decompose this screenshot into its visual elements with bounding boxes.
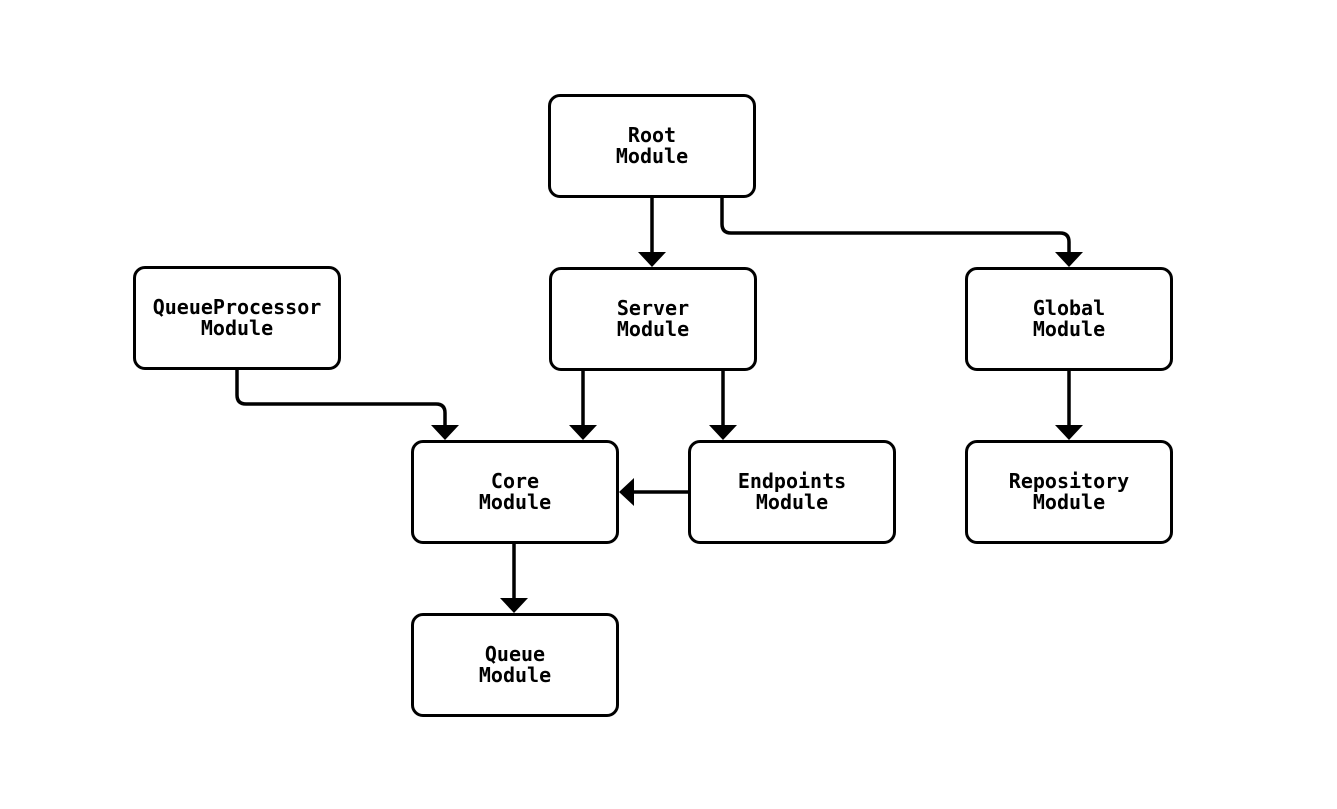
- node-root-label-line-1: Module: [615, 144, 689, 168]
- node-queue-label-line-0: Queue: [484, 642, 546, 666]
- node-queueprocessor-label-line-0: QueueProcessor: [152, 295, 322, 319]
- node-queue-label-line-1: Module: [478, 663, 552, 687]
- node-core-label-line-0: Core: [490, 469, 540, 493]
- node-root-label-line-0: Root: [627, 123, 677, 147]
- arrowhead-root-to-server: [638, 252, 666, 267]
- node-endpoints-label-line-0: Endpoints: [737, 469, 847, 493]
- arrowhead-queueprocessor-to-core: [431, 425, 459, 440]
- edge-root-to-global: [720, 198, 1071, 254]
- arrowhead-server-to-endpoints: [709, 425, 737, 440]
- arrowhead-root-to-global: [1055, 252, 1083, 267]
- arrowhead-core-to-queue: [500, 598, 528, 613]
- node-server-label-line-0: Server: [616, 296, 690, 320]
- node-repository-label-line-1: Module: [1032, 490, 1106, 514]
- node-endpoints-label-line-1: Module: [755, 490, 829, 514]
- arrowhead-global-to-repository: [1055, 425, 1083, 440]
- node-core-label-line-1: Module: [478, 490, 552, 514]
- arrowhead-server-to-core: [569, 425, 597, 440]
- node-global-label-line-0: Global: [1032, 296, 1106, 320]
- node-queueprocessor-label-line-1: Module: [200, 316, 274, 340]
- node-global-label-line-1: Module: [1032, 317, 1106, 341]
- arrowhead-endpoints-to-core: [619, 478, 634, 506]
- edge-queueprocessor-to-core: [235, 370, 447, 427]
- node-repository-label-line-0: Repository: [1008, 469, 1130, 493]
- node-server-label-line-1: Module: [616, 317, 690, 341]
